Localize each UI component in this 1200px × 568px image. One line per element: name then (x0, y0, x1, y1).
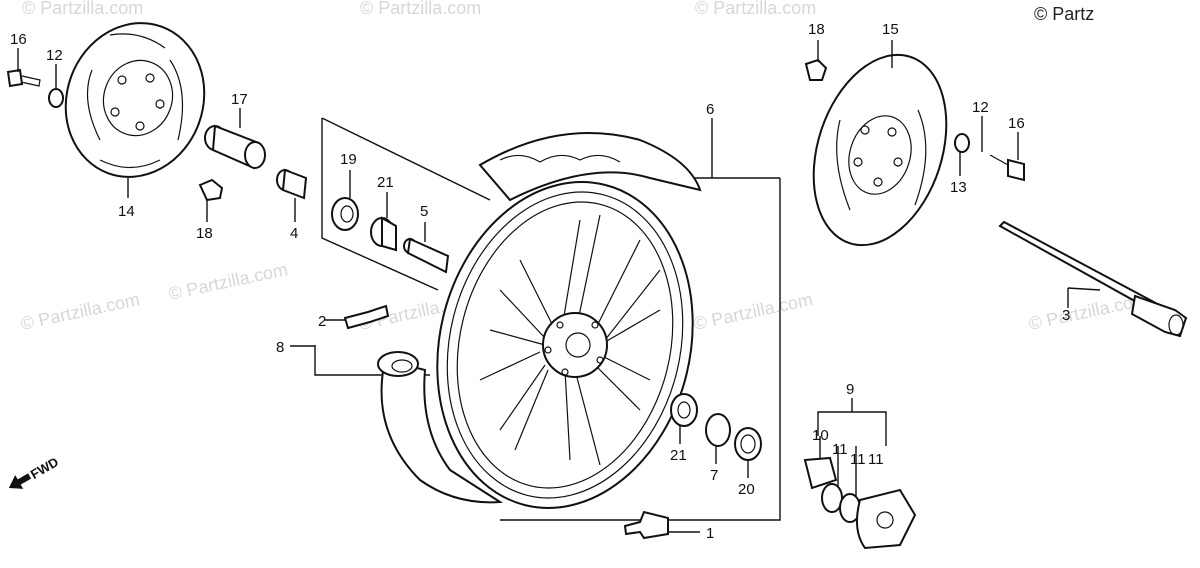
watermark: © Partzilla.com (360, 0, 481, 18)
callout-label: 13 (950, 179, 967, 196)
callout-label: 21 (670, 447, 687, 464)
watermark: © Partzilla.com (19, 289, 142, 334)
collar (204, 124, 266, 170)
callout-label: 20 (738, 481, 755, 498)
assembly-bracket (500, 178, 781, 521)
callout-label: 18 (196, 225, 213, 242)
leader-lines (17, 40, 1101, 533)
forward-direction-indicator: FWD (8, 454, 61, 489)
callout-label: 15 (882, 21, 899, 38)
spacer (276, 168, 308, 200)
balance-weight (623, 510, 669, 540)
watermark: © Partzilla.com (692, 289, 815, 334)
nut-left (198, 178, 224, 202)
callout-label: 5 (420, 203, 428, 220)
callout-label: 17 (231, 91, 248, 108)
callout-label: 16 (10, 31, 27, 48)
callout-label: 3 (1062, 307, 1070, 324)
callout-label: 7 (710, 467, 718, 484)
washer-left (48, 88, 64, 108)
bolt-left (6, 68, 41, 88)
washer-right (954, 133, 970, 153)
callout-label: 1 (706, 525, 714, 542)
distance-collar (403, 237, 450, 274)
speedometer-gearbox (803, 456, 917, 550)
callout-label: 11 (832, 441, 848, 458)
bearing-upper (370, 216, 397, 252)
callout-label: 14 (118, 203, 135, 220)
assembly-bracket (321, 118, 439, 291)
callout-label: 10 (812, 427, 829, 444)
dust-seal-lower (734, 427, 762, 461)
bolt-right (989, 154, 1025, 182)
copyright-notice: © Partz (1034, 4, 1094, 24)
watermark: © Partzilla.com (695, 0, 816, 18)
callout-label: 6 (706, 101, 714, 118)
callout-label: 12 (972, 99, 989, 116)
watermark: © Partzilla.com (22, 0, 143, 18)
nut-right (804, 58, 828, 81)
callout-label: 8 (276, 339, 284, 356)
arrow-left-icon (8, 473, 32, 489)
wheel (436, 132, 702, 509)
dust-seal (331, 197, 359, 231)
tire (377, 351, 504, 504)
bearing-lower (670, 393, 698, 427)
assembly-bracket (321, 117, 491, 201)
callout-label: 11 (850, 451, 866, 468)
callout-label: 16 (1008, 115, 1025, 132)
callout-label: 18 (808, 21, 825, 38)
watermark: © Partzilla.com (167, 259, 290, 304)
brake-disc-right (812, 53, 948, 247)
valve-stem (343, 304, 390, 330)
fwd-label: FWD (28, 454, 61, 482)
callout-label: 11 (868, 451, 884, 468)
callout-label: 9 (846, 381, 854, 398)
axle (998, 220, 1188, 338)
circlip (705, 413, 731, 447)
callout-label: 4 (290, 225, 298, 242)
callout-label: 21 (377, 174, 394, 191)
brake-disc-left (64, 22, 206, 178)
callout-label: 2 (318, 313, 326, 330)
callout-label: 12 (46, 47, 63, 64)
callout-label: 19 (340, 151, 357, 168)
